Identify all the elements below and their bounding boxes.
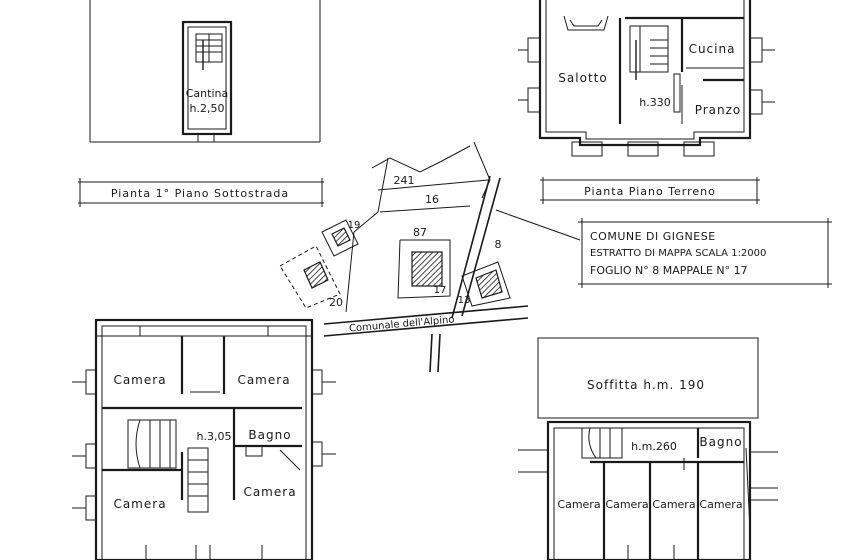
basement-caption-text: Pianta 1° Piano Sottostrada [111,187,289,200]
attic-room-camera-1: Camera [557,498,600,511]
first-room-camera-2: Camera [237,373,290,387]
attic-room-camera-2: Camera [605,498,648,511]
parcel-16: 16 [425,193,439,206]
basement-caption: Pianta 1° Piano Sottostrada [78,178,324,207]
ground-room-cucina: Cucina [689,42,736,56]
map-legend: COMUNE DI GIGNESE ESTRATTO DI MAPPA SCAL… [578,218,832,288]
basement-plan: Cantina h.2,50 [89,0,321,143]
attic-room-camera-4: Camera [699,498,742,511]
first-height-label: h.3,05 [197,430,232,443]
parcel-20: 20 [329,296,343,309]
parcel-241: 241 [394,174,415,187]
stair-symbol [195,33,223,70]
legend-line-2: ESTRATTO DI MAPPA SCALA 1:2000 [590,248,766,259]
basement-height-label: h.2,50 [190,102,225,115]
first-floor-plan: Camera Camera Bagno Camera Camera h.3,05 [72,318,336,560]
cadastral-map: 241 16 87 8 19 17 13 20 Comunale dell'Al… [279,141,581,373]
first-room-camera-4: Camera [243,485,296,499]
stair-symbol [629,25,669,80]
ground-height-label: h.330 [639,96,670,109]
parcel-87: 87 [413,226,427,239]
attic-height-label: h.m.260 [631,440,677,453]
first-room-bagno: Bagno [248,428,291,442]
parcel-13: 13 [458,295,471,306]
legend-line-1: COMUNE DI GIGNESE [590,230,716,243]
ground-floor-plan: Salotto Cucina Pranzo h.330 [518,0,775,157]
first-room-camera-1: Camera [113,373,166,387]
building-20 [303,261,329,289]
stair-symbol [127,419,209,513]
ground-room-pranzo: Pranzo [695,103,742,117]
first-room-camera-3: Camera [113,497,166,511]
stair-symbol [581,427,623,459]
parcel-8: 8 [495,238,502,251]
ground-caption: Pianta Piano Terreno [540,177,760,204]
parcel-17: 17 [434,285,447,296]
attic-soffitta-label: Soffitta h.m. 190 [587,378,705,392]
building-13 [475,269,503,299]
attic-room-camera-3: Camera [652,498,695,511]
basement-room-label: Cantina [186,87,228,100]
building-19 [331,227,351,247]
building-17 [411,251,443,287]
ground-caption-text: Pianta Piano Terreno [584,185,716,198]
attic-room-bagno: Bagno [699,435,742,449]
attic-plan: Soffitta h.m. 190 h.m.260 Bagno Camera C… [518,337,778,560]
legend-line-3: FOGLIO N° 8 MAPPALE N° 17 [590,264,748,277]
parcel-19: 19 [348,220,361,231]
ground-room-salotto: Salotto [558,71,607,85]
